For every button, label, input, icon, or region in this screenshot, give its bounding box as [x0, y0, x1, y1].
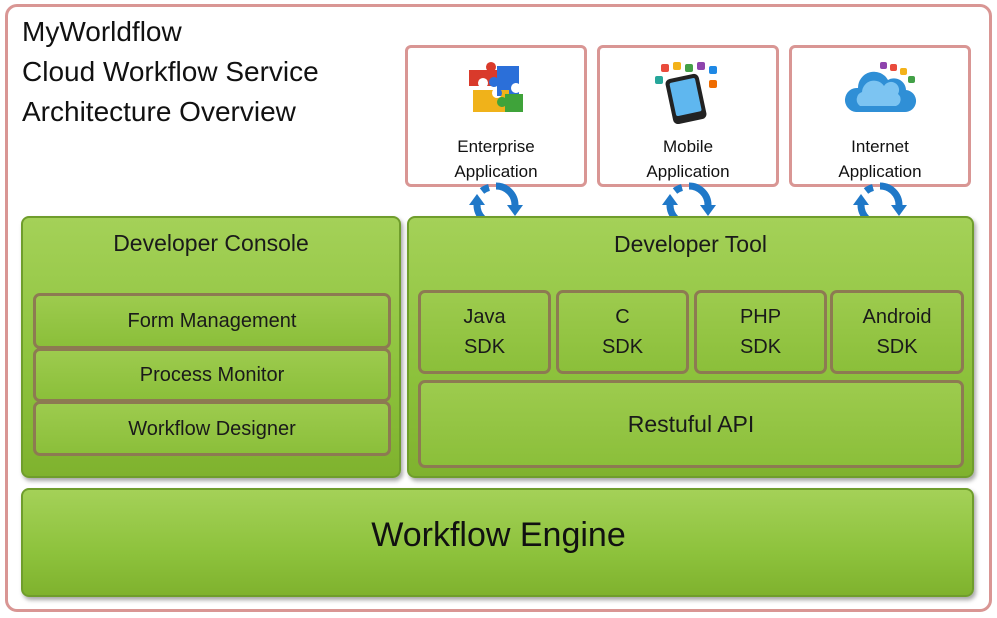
- mobile-label-line-2: Application: [646, 162, 730, 181]
- enterprise-label-line-2: Application: [454, 162, 538, 181]
- restful-api-label: Restuful API: [627, 411, 755, 437]
- internet-application-label: Internet Application: [792, 134, 968, 184]
- diagram-title-line-1: MyWorldflow: [22, 16, 182, 47]
- cloud-apps-icon: [844, 62, 917, 113]
- enterprise-application-label: Enterprise Application: [408, 134, 584, 184]
- android-sdk-box: Android SDK: [830, 290, 964, 374]
- restful-api-box: Restuful API: [418, 380, 964, 468]
- developer-console-panel: Developer Console Form Management Proces…: [21, 216, 401, 478]
- java-sdk-line-1: Java: [463, 306, 506, 328]
- process-monitor-box: Process Monitor: [33, 348, 391, 402]
- java-sdk-line-2: SDK: [463, 336, 506, 358]
- developer-tool-title: Developer Tool: [613, 231, 767, 257]
- developer-console-title: Developer Console: [113, 230, 309, 256]
- workflow-engine-label: Workflow Engine: [371, 516, 626, 554]
- developer-tool-panel: Developer Tool Java SDK C SDK PHP SDK An…: [407, 216, 974, 478]
- diagram-title-line-2: Cloud Workflow Service: [22, 56, 319, 87]
- c-sdk-box: C SDK: [556, 290, 689, 374]
- php-sdk-line-2: SDK: [739, 336, 782, 358]
- puzzle-icon: [469, 62, 523, 112]
- form-management-box: Form Management: [33, 293, 391, 349]
- android-sdk-line-2: SDK: [876, 336, 918, 358]
- c-sdk-line-2: SDK: [601, 336, 644, 358]
- diagram-title-line-3: Architecture Overview: [22, 96, 296, 127]
- php-sdk-box: PHP SDK: [694, 290, 827, 374]
- mobile-label-line-1: Mobile: [662, 137, 714, 156]
- enterprise-application-box: Enterprise Application: [405, 45, 587, 187]
- workflow-designer-label: Workflow Designer: [128, 417, 296, 440]
- internet-label-line-2: Application: [838, 162, 922, 181]
- internet-label-line-1: Internet: [851, 137, 909, 156]
- c-sdk-line-1: C: [615, 306, 630, 328]
- mobile-application-box: Mobile Application: [597, 45, 779, 187]
- enterprise-label-line-1: Enterprise: [457, 137, 535, 156]
- form-management-label: Form Management: [127, 310, 297, 332]
- internet-application-box: Internet Application: [789, 45, 971, 187]
- process-monitor-label: Process Monitor: [139, 364, 285, 386]
- mobile-application-label: Mobile Application: [600, 134, 776, 184]
- smartphone-apps-icon: [655, 62, 717, 124]
- workflow-engine-panel: [21, 488, 974, 597]
- workflow-designer-box: Workflow Designer: [33, 401, 391, 456]
- java-sdk-box: Java SDK: [418, 290, 551, 374]
- android-sdk-line-1: Android: [862, 306, 932, 328]
- php-sdk-line-1: PHP: [739, 306, 782, 328]
